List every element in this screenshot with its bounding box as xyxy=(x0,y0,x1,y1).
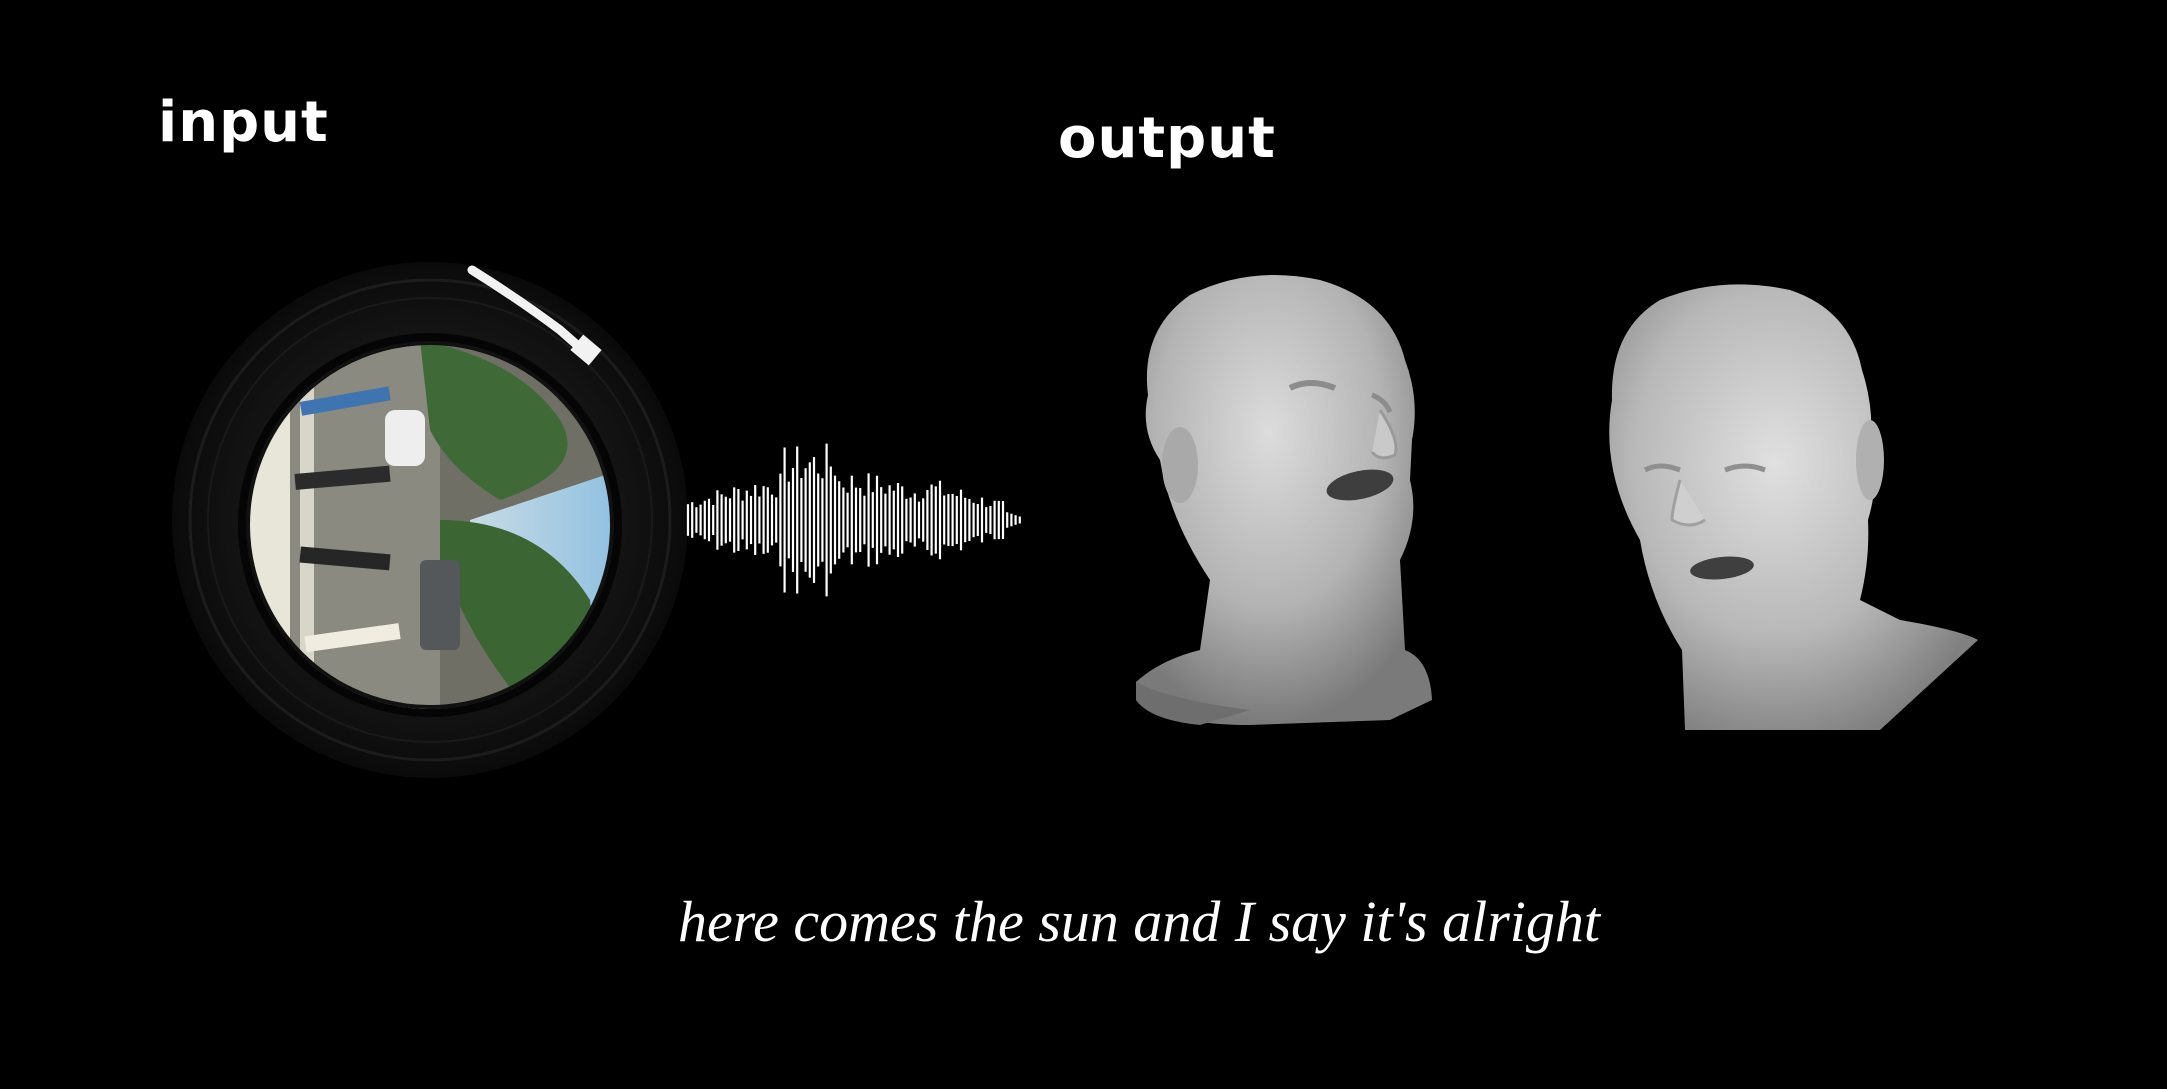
head-3d-render-right xyxy=(1609,284,1978,730)
vinyl-record-icon xyxy=(172,262,688,778)
head-3d-render-left xyxy=(1136,275,1432,725)
input-label: input xyxy=(158,90,329,155)
lyrics-caption: here comes the sun and I say it's alrigh… xyxy=(678,889,1601,954)
audio-waveform-icon xyxy=(686,443,1021,597)
output-label: output xyxy=(1058,106,1276,171)
tonearm-icon xyxy=(467,265,602,366)
